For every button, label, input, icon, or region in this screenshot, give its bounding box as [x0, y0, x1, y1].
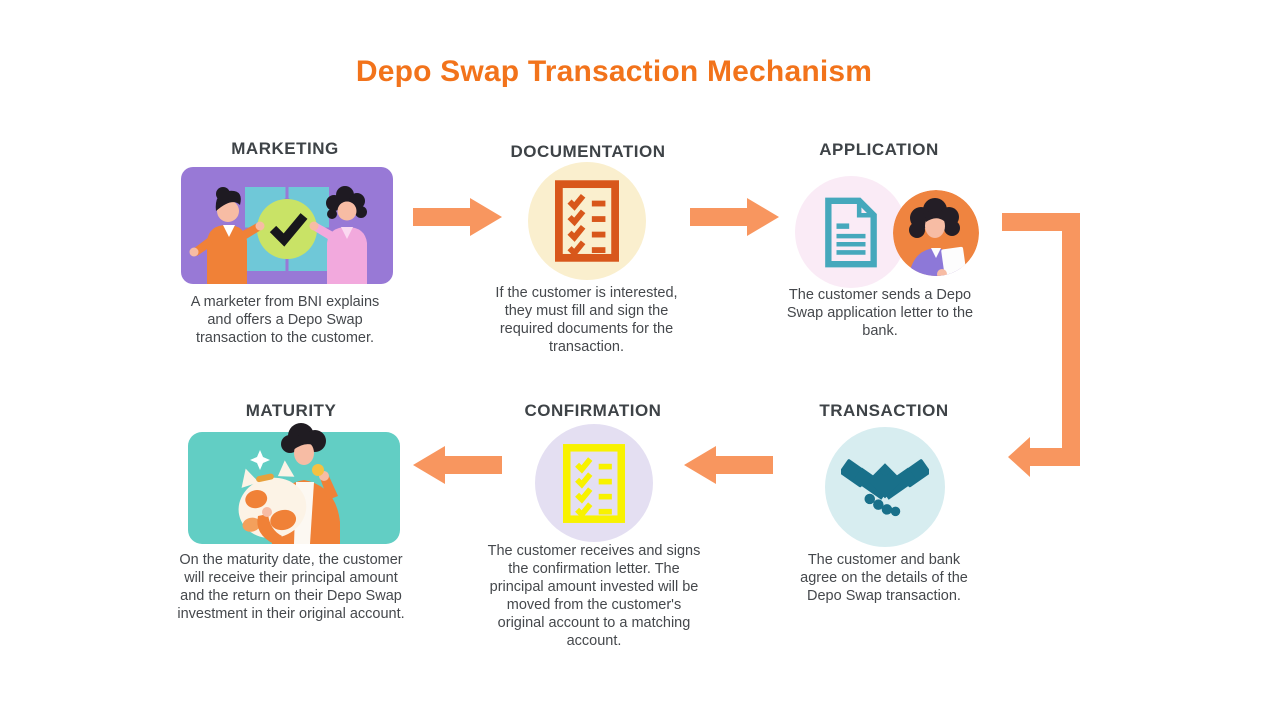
- caption-documentation: If the customer is interested, they must…: [495, 285, 678, 355]
- transaction-icon-circle: [825, 427, 945, 547]
- step-heading-transaction: TRANSACTION: [819, 401, 949, 420]
- flow-arrow-left-icon: [413, 446, 502, 484]
- confirmation-icon-circle: [535, 424, 653, 542]
- confirmation-checklist-icon: [563, 443, 625, 523]
- people-puzzle-icon: [189, 186, 367, 284]
- documentation-icon-circle: [528, 162, 646, 280]
- caption-marketing: A marketer from BNI explains and offers …: [190, 294, 380, 346]
- flow-arrow-left-icon: [684, 446, 773, 484]
- piggy-bank-icon: [188, 423, 400, 544]
- flow-arrow-right-icon: [413, 198, 502, 236]
- step-heading-marketing: MARKETING: [231, 139, 339, 158]
- caption-application: The customer sends a Depo Swap applicati…: [786, 287, 974, 339]
- flow-elbow-arrow-icon: [1002, 213, 1080, 477]
- flow-arrow-right-icon: [690, 198, 779, 236]
- page-title: Depo Swap Transaction Mechanism: [355, 55, 873, 88]
- step-heading-documentation: DOCUMENTATION: [510, 142, 666, 161]
- customer-avatar-icon: [893, 190, 979, 276]
- caption-transaction: The customer and bank agree on the detai…: [800, 552, 968, 604]
- maturity-illustration: [188, 420, 400, 544]
- step-heading-application: APPLICATION: [819, 140, 939, 159]
- customer-avatar: [893, 190, 979, 276]
- step-heading-maturity: MATURITY: [245, 401, 337, 420]
- application-icon-circle: [795, 176, 907, 288]
- checklist-icon: [555, 180, 619, 262]
- document-icon: [825, 197, 877, 267]
- step-heading-confirmation: CONFIRMATION: [524, 401, 662, 420]
- caption-maturity: On the maturity date, the customer will …: [177, 552, 405, 622]
- marketing-illustration: [181, 167, 393, 284]
- handshake-icon: [841, 458, 929, 516]
- caption-confirmation: The customer receives and signs the conf…: [487, 543, 701, 649]
